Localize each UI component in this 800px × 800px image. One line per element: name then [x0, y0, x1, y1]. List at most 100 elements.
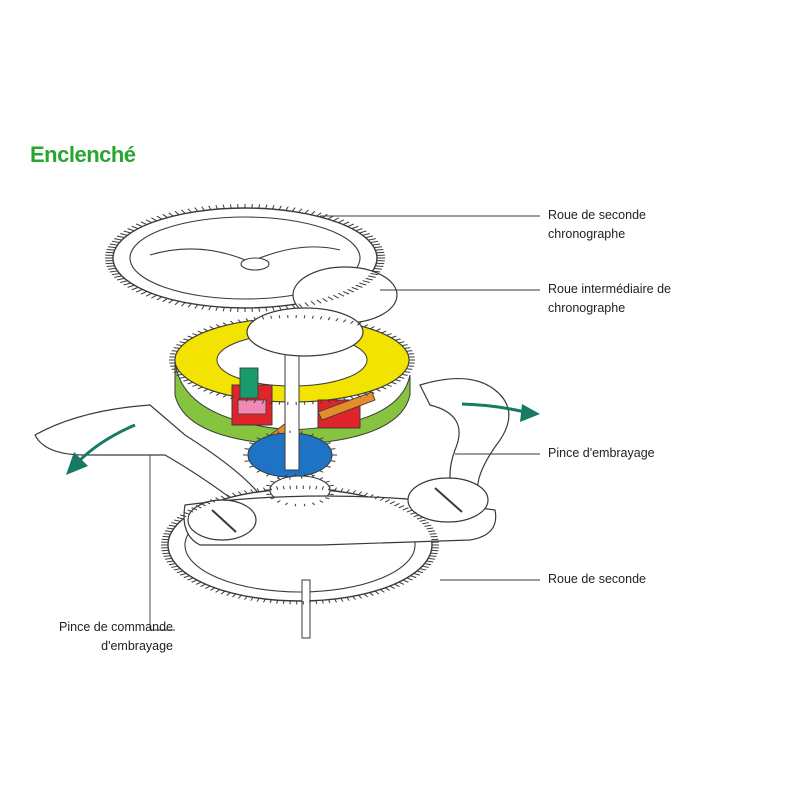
blue-pinion-tooth: [244, 448, 250, 450]
intermediate-wheel-tooth: [222, 394, 227, 398]
chrono-seconds-wheel-tooth: [136, 223, 143, 227]
orange-lever-right: [317, 391, 376, 421]
intermediate-wheel-tooth: [311, 401, 314, 405]
intermediate-wheel-tooth: [192, 384, 198, 387]
small-pinion-tooth: [266, 484, 272, 487]
intermediate-wheel-tooth: [395, 338, 401, 341]
intermediate-wheel-tooth: [171, 350, 178, 352]
seconds-wheel-tooth: [389, 585, 395, 590]
intermediate-wheel-tooth: [237, 397, 242, 401]
intermediate-wheel-tooth: [386, 384, 392, 387]
blue-pinion-tooth: [319, 470, 324, 473]
chrono-seconds-wheel-tooth: [136, 289, 143, 293]
seconds-wheel-tooth: [424, 563, 432, 566]
chrono-seconds-wheel-tooth: [298, 208, 303, 213]
chrono-seconds-wheel-tooth: [145, 292, 152, 297]
seconds-wheel-tooth: [176, 570, 184, 574]
chrono-seconds-wheel-tooth: [151, 217, 157, 222]
chrono-seconds-wheel-tooth: [365, 277, 374, 281]
chrono-seconds-wheel-tooth: [327, 215, 334, 220]
chrono-seconds-wheel-tooth: [338, 292, 345, 297]
left-motion-arrow: [76, 423, 136, 464]
seconds-wheel-tooth: [309, 485, 311, 490]
seconds-wheel-tooth: [429, 555, 437, 557]
seconds-wheel-tooth: [171, 522, 178, 525]
top-cap: [246, 307, 364, 357]
blue-pinion-tooth: [300, 431, 303, 434]
chrono-seconds-wheel-tooth: [342, 291, 350, 295]
seconds-wheel-tooth: [200, 502, 206, 507]
chrono-seconds-wheel-tooth: [222, 307, 225, 312]
intermediate-wheel-tooth: [197, 386, 203, 390]
intermediate-wheel-tooth: [401, 344, 408, 347]
clutch-clamp: [419, 378, 510, 516]
intermediate-wheel-tooth: [187, 335, 193, 339]
chrono-seconds-wheel-tooth: [355, 228, 363, 232]
blue-pinion-tooth: [330, 460, 336, 462]
chrono-seconds-wheel-tooth: [327, 296, 334, 301]
page-title: Enclenché: [30, 142, 136, 167]
seconds-wheel-tooth: [363, 492, 368, 497]
label-line: Roue intermédiaire de: [548, 282, 671, 296]
small-pinion-tooth: [312, 502, 315, 506]
small-pinion-tooth: [270, 480, 275, 483]
label-line: Roue de seconde: [548, 572, 646, 586]
small-pinion-tooth: [270, 497, 275, 500]
small-pinion-tooth: [294, 473, 297, 477]
small-pinion-tooth: [294, 503, 297, 507]
chrono-seconds-wheel-tooth: [374, 246, 382, 249]
seconds-wheel-tooth: [416, 570, 424, 574]
seconds-wheel-tooth: [183, 511, 190, 515]
intermediate-wheel-tooth: [319, 400, 323, 404]
chrono-seconds-wheel-tooth: [359, 230, 367, 234]
seconds-wheel-tooth: [358, 594, 362, 599]
intermediate-wheel-tooth: [203, 388, 209, 392]
seconds-wheel-tooth: [220, 495, 226, 500]
chrono-seconds-wheel-tooth: [271, 204, 275, 210]
intermediate-wheel-tooth: [303, 315, 306, 319]
intermediate-wheel-tooth: [327, 399, 331, 404]
chrono-seconds-wheel-tooth: [151, 294, 157, 299]
chrono-seconds-wheel-tooth: [310, 210, 316, 216]
intermediate-wheel-tooth: [342, 397, 347, 401]
seconds-wheel-tooth: [374, 495, 380, 500]
chrono-seconds-wheel-tooth: [111, 272, 120, 276]
chrono-seconds-wheel-tooth: [304, 209, 309, 214]
seconds-wheel-tooth: [394, 583, 400, 588]
intermediate-wheel-tooth: [209, 326, 214, 330]
seconds-wheel-tooth: [428, 530, 436, 533]
chrono-seconds-wheel-tooth: [271, 306, 275, 312]
seconds-wheel-tooth: [195, 505, 202, 509]
seconds-wheel-tooth: [244, 490, 248, 494]
label-line: Pince de commande: [59, 620, 173, 634]
seconds-wheel-tooth: [162, 552, 170, 555]
intermediate-wheel-tooth: [173, 347, 180, 349]
chrono-seconds-wheel-tooth: [187, 303, 192, 308]
seconds-wheel-tooth: [191, 579, 198, 583]
seconds-wheel-tooth: [346, 597, 350, 601]
intermediate-wheel-tooth: [381, 330, 387, 334]
chrono-seconds-wheel-tooth: [108, 246, 116, 249]
seconds-wheel-tooth: [183, 575, 190, 579]
chrono-seconds-wheel-tooth: [362, 232, 370, 236]
seconds-wheel-tooth: [187, 509, 194, 513]
intermediate-wheel-tooth: [303, 401, 306, 405]
chrono-seconds-wheel-tooth: [120, 280, 128, 283]
chrono-seconds-wheel-tooth: [215, 204, 219, 210]
chrono-seconds-wheel-tooth: [106, 265, 115, 267]
chrono-seconds-wheel-tooth: [109, 270, 118, 273]
seconds-wheel-tooth: [220, 590, 226, 595]
chrono-seconds-wheel-tooth: [370, 240, 379, 244]
chrono-seconds-wheel-tooth: [355, 284, 363, 288]
screw-left-slot: [211, 509, 237, 533]
seconds-wheel-tooth: [282, 600, 285, 605]
blue-pinion-tooth: [277, 431, 280, 434]
small-pinion-tooth: [266, 493, 272, 496]
seconds-wheel-tooth: [168, 524, 176, 527]
chrono-seconds-wheel-tooth: [365, 235, 374, 239]
small-pinion-tooth: [312, 474, 315, 478]
intermediate-wheel-tooth: [398, 341, 405, 344]
blue-pinion-tooth: [326, 442, 331, 445]
chrono-seconds-wheel-tooth: [111, 240, 120, 244]
chrono-seconds-wheel-tooth: [168, 212, 174, 217]
